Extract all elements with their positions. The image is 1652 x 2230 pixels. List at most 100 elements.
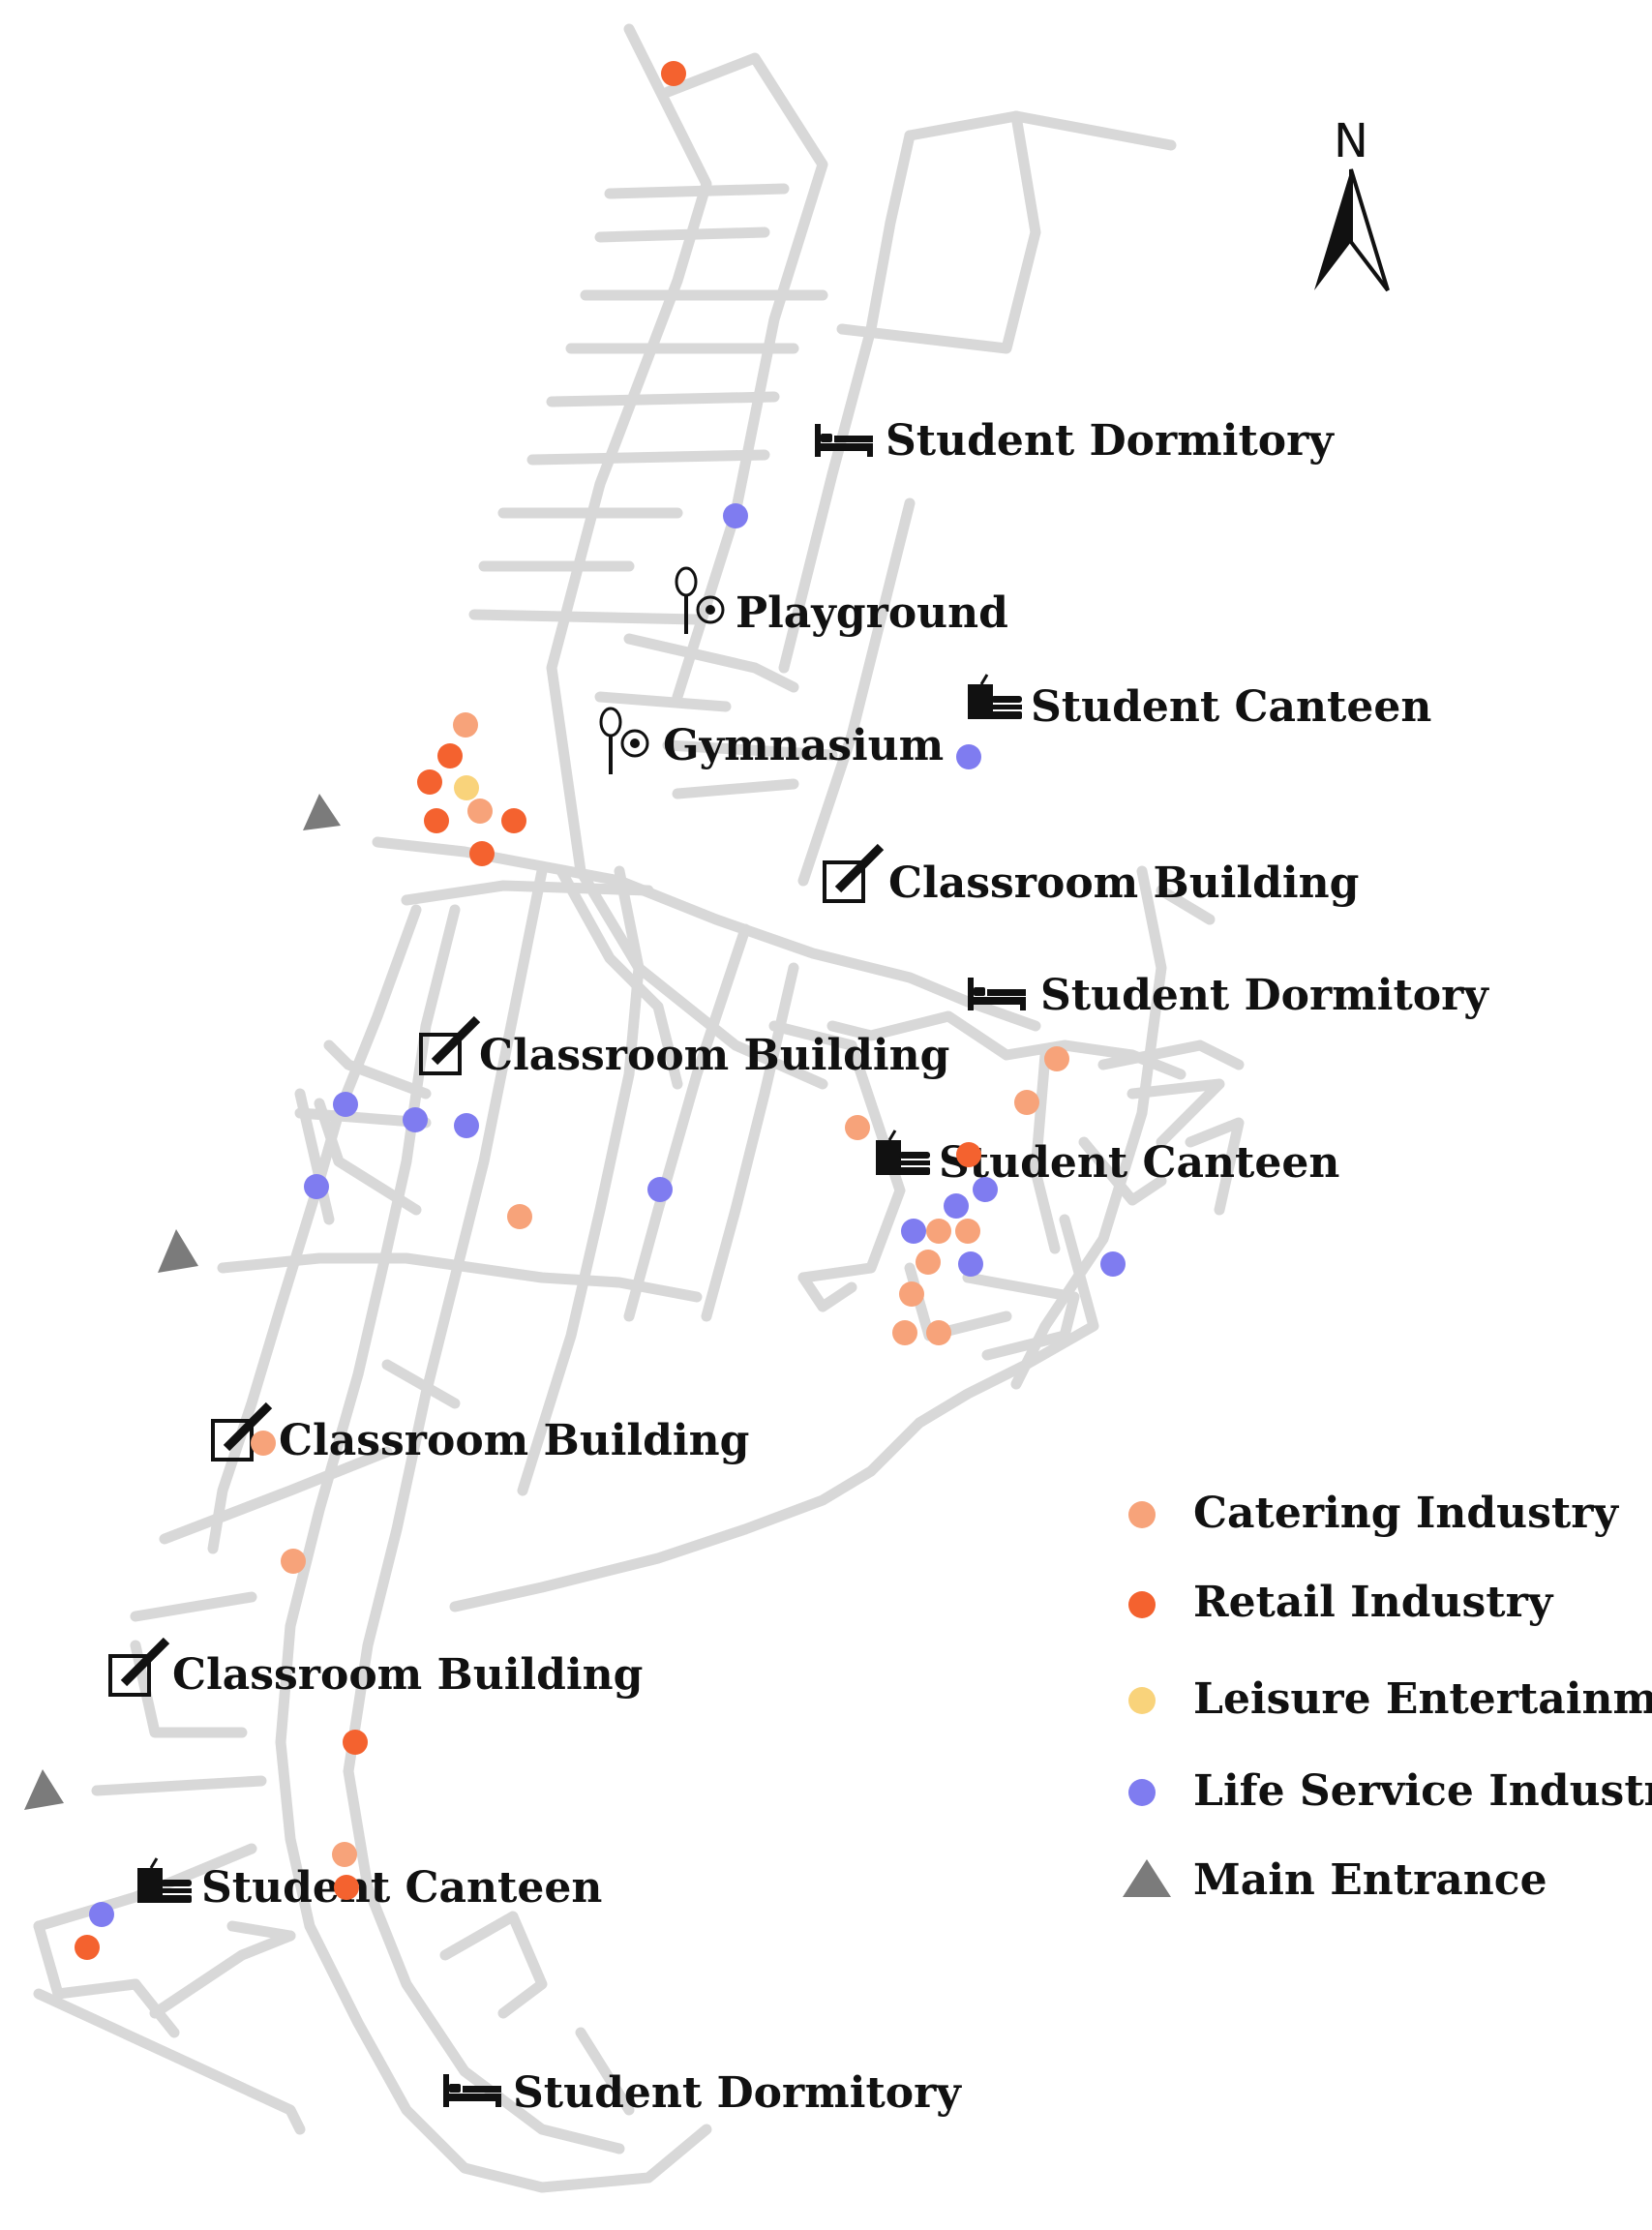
legend-label-entrance: Main Entrance (1193, 1855, 1547, 1905)
dorm-text-2: Student Dormitory (1040, 971, 1489, 1020)
retail-point (469, 841, 495, 866)
legend-swatch-entrance (1123, 1859, 1171, 1897)
catering-point (332, 1842, 357, 1867)
classroom-label-3: Classroom Building (211, 1401, 749, 1465)
legend-item-entrance: Main Entrance (1123, 1855, 1547, 1905)
life-service-point (958, 1251, 983, 1277)
life-service-point (973, 1177, 998, 1202)
canteen-text-3: Student Canteen (201, 1863, 602, 1913)
retail-point (343, 1730, 368, 1755)
playground-label: Playground (675, 566, 1008, 638)
catering-point (281, 1549, 306, 1574)
retail-point (424, 808, 449, 833)
north-arrow-icon (1314, 168, 1390, 292)
retail-point (956, 1142, 981, 1167)
life-service-point (723, 503, 748, 528)
legend-item-life-service: Life Service Industry (1128, 1766, 1652, 1816)
life-service-point (901, 1219, 926, 1244)
catering-point (251, 1431, 276, 1456)
catering-point (845, 1115, 870, 1140)
main-entrance-marker (158, 1229, 198, 1273)
gymnasium-text: Gymnasium (663, 721, 944, 770)
dorm-text-3: Student Dormitory (513, 2068, 962, 2118)
dorm-label-2: Student Dormitory (968, 971, 1489, 1020)
retail-point (334, 1875, 359, 1900)
life-service-point (89, 1902, 114, 1927)
main-entrance-marker (303, 794, 341, 830)
classroom-label-2: Classroom Building (419, 1015, 949, 1080)
food-drink-icon (137, 1857, 192, 1903)
bed-icon (968, 978, 1026, 1010)
catering-point (892, 1320, 917, 1345)
classroom-text-1: Classroom Building (888, 859, 1359, 908)
canteen-text-1: Student Canteen (1031, 682, 1431, 732)
legend-item-catering: Catering Industry (1128, 1489, 1619, 1538)
classroom-text-4: Classroom Building (172, 1650, 643, 1700)
life-service-point (333, 1092, 358, 1117)
retail-point (75, 1935, 100, 1960)
life-service-point (944, 1193, 969, 1219)
legend-swatch-catering (1128, 1501, 1156, 1528)
life-service-point (403, 1107, 428, 1132)
catering-point (926, 1219, 951, 1244)
food-drink-icon (876, 1130, 930, 1175)
legend-item-retail: Retail Industry (1128, 1578, 1554, 1627)
life-service-point (647, 1177, 673, 1202)
catering-point (926, 1320, 951, 1345)
pencil-icon (419, 1015, 481, 1075)
place-labels: Student Dormitory Playground Student Can… (108, 416, 1489, 2118)
life-service-point (304, 1174, 329, 1199)
canteen-label-2: Student Canteen (876, 1130, 1339, 1188)
classroom-label-1: Classroom Building (823, 843, 1359, 908)
legend-swatch-leisure (1128, 1687, 1156, 1714)
pencil-icon (823, 843, 885, 903)
legend-label-leisure: Leisure Entertainment (1193, 1674, 1652, 1724)
dorm-text-1: Student Dormitory (886, 416, 1335, 466)
bed-icon (815, 424, 873, 457)
retail-point (437, 743, 463, 768)
retail-point (417, 769, 442, 795)
life-service-point (454, 1113, 479, 1138)
bed-icon (443, 2074, 501, 2107)
classroom-text-2: Classroom Building (479, 1031, 949, 1080)
legend-label-catering: Catering Industry (1193, 1489, 1619, 1538)
life-service-point (1100, 1251, 1126, 1277)
legend-swatch-retail (1128, 1591, 1156, 1618)
sports-icon (599, 707, 649, 774)
legend-swatch-life-service (1128, 1779, 1156, 1806)
catering-point (955, 1219, 980, 1244)
canteen-label-3: Student Canteen (137, 1857, 602, 1913)
sports-icon (675, 566, 725, 634)
catering-point (899, 1281, 924, 1307)
catering-point (467, 799, 493, 824)
life-service-point (956, 744, 981, 769)
catering-point (1044, 1046, 1069, 1071)
catering-point (916, 1250, 941, 1275)
catering-point (1014, 1090, 1039, 1115)
retail-point (501, 808, 526, 833)
legend-label-life-service: Life Service Industry (1193, 1766, 1652, 1816)
catering-point (453, 712, 478, 738)
main-entrance-marker (24, 1769, 64, 1810)
main-entrances (24, 794, 341, 1810)
playground-text: Playground (736, 588, 1008, 638)
legend-item-leisure: Leisure Entertainment (1128, 1674, 1652, 1724)
food-drink-icon (968, 674, 1022, 719)
legend: Catering Industry Retail Industry Leisur… (1123, 1489, 1652, 1905)
road-network (33, 23, 1245, 2193)
pencil-icon (108, 1637, 170, 1697)
catering-point (507, 1204, 532, 1229)
legend-label-retail: Retail Industry (1193, 1578, 1554, 1627)
canteen-text-2: Student Canteen (939, 1138, 1339, 1188)
north-arrow: N (1314, 114, 1390, 292)
canteen-label-1: Student Canteen (968, 674, 1431, 732)
classroom-label-4: Classroom Building (108, 1637, 643, 1700)
leisure-point (454, 775, 479, 800)
gymnasium-label: Gymnasium (599, 707, 944, 774)
facility-points (75, 61, 1126, 1960)
north-letter: N (1334, 114, 1368, 168)
dorm-label-3: Student Dormitory (443, 2068, 962, 2118)
classroom-text-3: Classroom Building (279, 1416, 749, 1465)
dorm-label-1: Student Dormitory (815, 416, 1335, 466)
